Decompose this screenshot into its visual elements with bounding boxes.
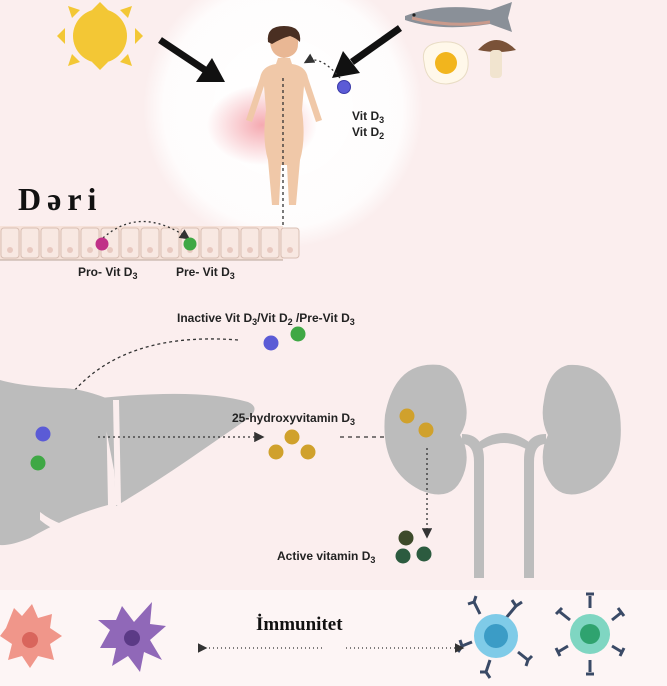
- inactive-vit-d-dot: [263, 335, 279, 351]
- skin-cell-nucleus: [67, 247, 73, 253]
- pre-vit-label: Pre- Vit D3: [176, 265, 235, 281]
- pro-vit-dot: [95, 237, 109, 251]
- skin-cell: [220, 227, 240, 259]
- inactive-pre-vit-dot: [290, 326, 306, 342]
- skin-cell: [0, 227, 20, 259]
- sun-icon: [57, 2, 143, 70]
- skin-cell-nucleus: [27, 247, 33, 253]
- skin-cell: [200, 227, 220, 259]
- skin-cell-nucleus: [247, 247, 253, 253]
- inactive-vit-label: Inactive Vit D3/Vit D2 /Pre-Vit D3: [177, 311, 355, 327]
- kidney-icon: [384, 364, 621, 578]
- food-arrow: [332, 25, 403, 78]
- skin-cell: [60, 227, 80, 259]
- liver-vit-d-dot: [35, 426, 51, 442]
- skin-cell-nucleus: [227, 247, 233, 253]
- pro-to-pre-arrow: [102, 220, 191, 240]
- kidney-hydroxy-dot-1: [399, 408, 415, 424]
- macrophage-icon: [98, 602, 166, 672]
- skin-cell: [120, 227, 140, 259]
- skin-cell: [260, 227, 280, 259]
- hydroxy-label: 25-hydroxyvitamin D3: [232, 411, 355, 427]
- immunity-band: [0, 590, 667, 686]
- skin-cell: [240, 227, 260, 259]
- liver-pre-vit-dot: [30, 455, 46, 471]
- human-figure: [246, 26, 322, 205]
- skin-cell-nucleus: [167, 247, 173, 253]
- skin-cell: [160, 227, 180, 259]
- active-dot-1: [398, 530, 414, 546]
- skin-cell-nucleus: [127, 247, 133, 253]
- skin-vit-d3-label: Vit D3: [352, 109, 384, 125]
- hydroxy-dot-1: [284, 429, 300, 445]
- page-title: Dəri: [18, 181, 102, 217]
- active-dot-2: [395, 548, 411, 564]
- skin-cell: [20, 227, 40, 259]
- skin-vit-d2-label: Vit D2: [352, 125, 384, 141]
- kidney-hydroxy-dot-2: [418, 422, 434, 438]
- skin-cell-nucleus: [7, 247, 13, 253]
- skin-cell-nucleus: [207, 247, 213, 253]
- vit-d-dot-body: [337, 80, 351, 94]
- skin-cell-nucleus: [107, 247, 113, 253]
- active-dot-3: [416, 546, 432, 562]
- dendritic-cell-icon: [0, 604, 62, 668]
- egg-icon: [422, 41, 469, 85]
- b-cell-icon: [554, 592, 626, 676]
- mushroom-icon: [478, 40, 516, 78]
- t-cell-icon: [456, 595, 534, 679]
- fish-icon: [405, 2, 512, 32]
- skin-cell-nucleus: [287, 247, 293, 253]
- hydroxy-dot-2: [268, 444, 284, 460]
- pre-vit-dot: [183, 237, 197, 251]
- hydroxy-dot-3: [300, 444, 316, 460]
- skin-cell-nucleus: [47, 247, 53, 253]
- skin-cell: [280, 227, 300, 259]
- liver-icon: [0, 380, 255, 546]
- immunity-label: İmmunitet: [256, 614, 343, 635]
- pro-vit-label: Pro- Vit D3: [78, 265, 137, 281]
- sun-arrow: [158, 37, 225, 82]
- skin-cell: [40, 227, 60, 259]
- skin-cell-layer: [0, 226, 300, 261]
- skin-cell-nucleus: [267, 247, 273, 253]
- skin-cell: [140, 227, 160, 259]
- skin-cell-nucleus: [147, 247, 153, 253]
- active-label: Active vitamin D3: [277, 549, 375, 565]
- skin-cell-nucleus: [87, 247, 93, 253]
